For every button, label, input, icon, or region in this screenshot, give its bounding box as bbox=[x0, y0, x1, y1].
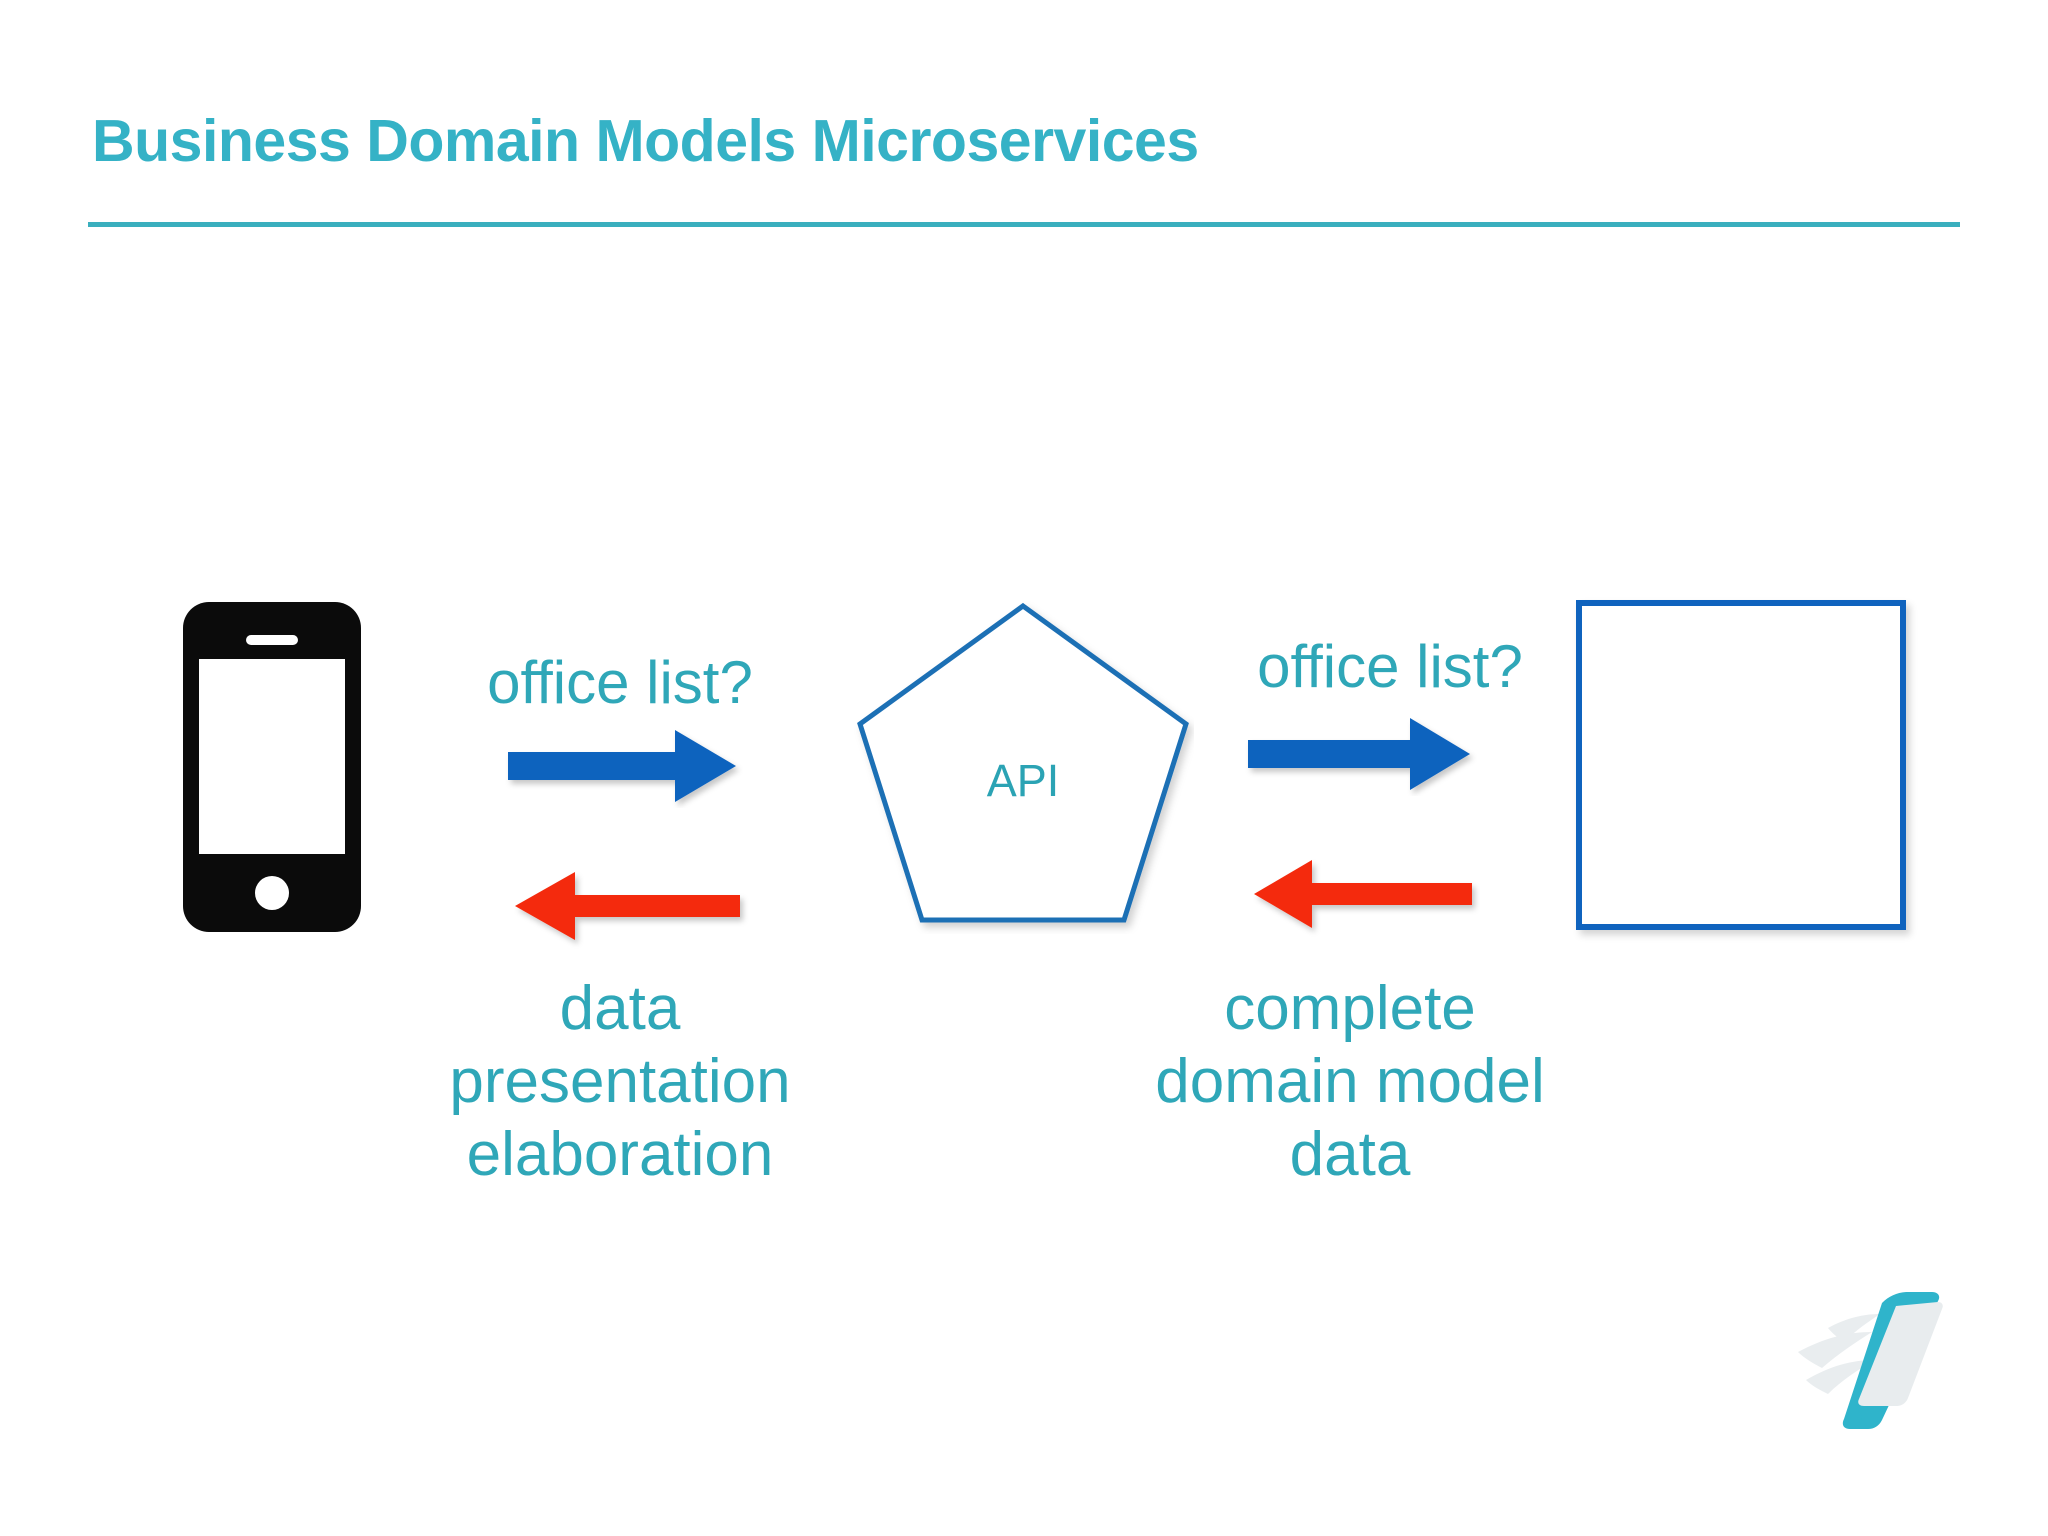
response-arrow-service-to-api-icon bbox=[1254, 860, 1472, 928]
page-title: Business Domain Models Microservices bbox=[92, 108, 1199, 174]
request-arrow-client-to-api-icon bbox=[508, 730, 736, 802]
request-arrow-api-to-service-icon bbox=[1248, 718, 1470, 790]
api-pentagon-shape bbox=[857, 602, 1189, 923]
api-label: API bbox=[986, 755, 1060, 806]
smartphone-icon bbox=[183, 602, 361, 932]
domain-service-square bbox=[1576, 600, 1906, 930]
title-divider bbox=[88, 222, 1960, 227]
response-arrow-api-to-client-icon bbox=[515, 872, 740, 940]
label-complete-domain-model-data: complete domain model data bbox=[1155, 974, 1545, 1190]
label-office-list-right: office list? bbox=[1257, 633, 1523, 700]
label-data-presentation-elaboration: data presentation elaboration bbox=[449, 974, 791, 1190]
winged-phone-logo-icon bbox=[1798, 1292, 1943, 1429]
phone-home-button bbox=[255, 876, 289, 910]
phone-screen bbox=[199, 659, 345, 854]
phone-speaker-slot bbox=[246, 635, 298, 645]
label-office-list-left: office list? bbox=[487, 649, 753, 716]
